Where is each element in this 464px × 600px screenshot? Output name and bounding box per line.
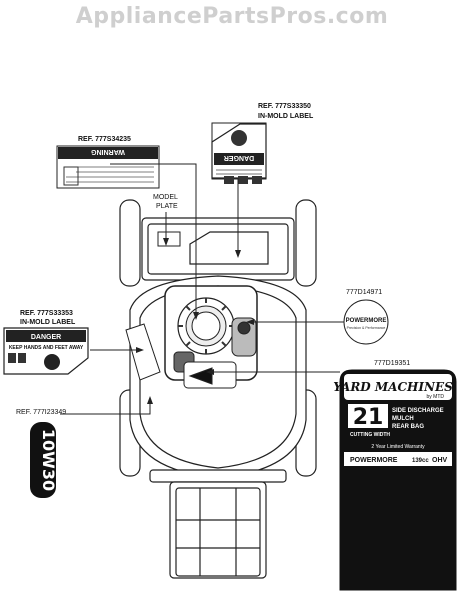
yard-by: by MTD: [427, 394, 445, 400]
engine: [164, 285, 258, 389]
ref-777i23349: REF. 777I23349: [16, 409, 66, 416]
oil-label: 10W30: [30, 422, 58, 498]
warning-ref: REF. 777S34235: [78, 136, 131, 143]
danger-left-ref: REF. 777S33353: [20, 310, 73, 317]
yard-cc: 139cc: [412, 458, 429, 464]
danger-top-label: DANGER: [211, 122, 267, 184]
model-plate: [157, 231, 269, 265]
model-plate-line2: PLATE: [156, 203, 178, 210]
powermore-sub: Precision & Performance: [347, 326, 386, 330]
danger-top-sub: IN-MOLD LABEL: [258, 113, 314, 120]
watermark-text: AppliancePartsPros.com: [75, 4, 389, 29]
yard-line2: MULCH: [392, 416, 414, 422]
yard-brand: YARD MACHINES: [333, 380, 453, 394]
yard-line1: SIDE DISCHARGE: [392, 408, 444, 414]
danger-top-ref: REF. 777S33350: [258, 103, 311, 110]
yard-power: POWERMORE: [350, 457, 398, 464]
danger-left-label: DANGER KEEP HANDS AND FEET AWAY: [3, 327, 89, 375]
powermore-ref: 777D14971: [346, 289, 382, 296]
model-plate-line1: MODEL: [153, 194, 178, 201]
oil-text: 10W30: [39, 429, 58, 491]
powermore-badge: POWERMORE Precision & Performance: [343, 299, 389, 345]
danger-left-sub: IN-MOLD LABEL: [20, 319, 76, 326]
powermore-word: POWERMORE: [346, 318, 387, 324]
danger-top-word: DANGER: [224, 154, 254, 161]
yard-ohv: OHV: [432, 457, 448, 464]
yard-warranty: 2 Year Limited Warranty: [371, 444, 425, 450]
warning-label: WARNING: [56, 145, 160, 189]
danger-left-word: DANGER: [31, 334, 61, 341]
leader-lines: [60, 163, 344, 415]
yard-ref: 777D19351: [374, 360, 410, 367]
deck-danger-decal: [125, 323, 161, 381]
arrow-heads: [136, 238, 254, 404]
yard-size: 21: [353, 405, 384, 430]
danger-left-subtext: KEEP HANDS AND FEET AWAY: [9, 345, 84, 351]
warning-word: WARNING: [91, 148, 125, 155]
yard-line3: REAR BAG: [392, 424, 424, 430]
yard-machines-label: YARD MACHINES by MTD 21 SIDE DISCHARGE M…: [333, 369, 457, 591]
yard-cut: CUTTING WIDTH: [350, 432, 390, 438]
